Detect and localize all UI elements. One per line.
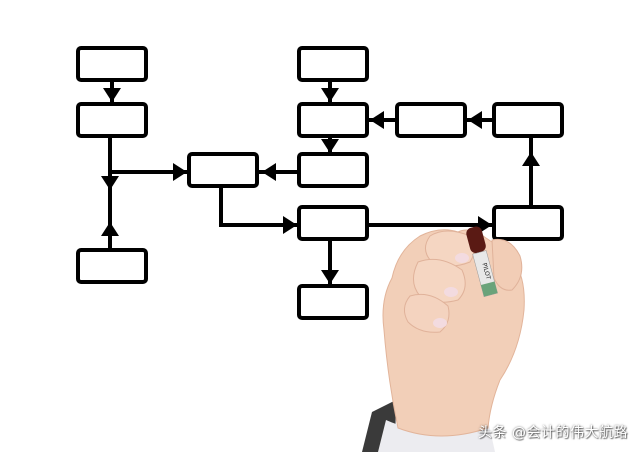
arrowhead-down-icon xyxy=(101,176,119,190)
watermark: 头条 @会计的伟大航路 xyxy=(478,425,628,441)
arrowhead-right-icon xyxy=(478,216,492,234)
arrowheads xyxy=(101,88,540,284)
connector-line xyxy=(219,186,299,227)
boxes xyxy=(76,46,564,320)
nail xyxy=(433,318,447,328)
arrowhead-left-icon xyxy=(370,111,384,129)
nail xyxy=(455,253,469,263)
arrowhead-up-icon xyxy=(101,222,119,236)
thumb xyxy=(491,238,523,291)
flow-box-b8 xyxy=(297,205,369,241)
flow-box-b6 xyxy=(297,102,369,138)
flow-box-b9 xyxy=(297,284,369,320)
arrowhead-down-icon xyxy=(321,139,339,153)
flow-box-b12 xyxy=(492,205,564,241)
flow-box-b3 xyxy=(76,248,148,284)
arrowhead-down-icon xyxy=(321,88,339,102)
flow-box-b11 xyxy=(492,102,564,138)
flow-box-b1 xyxy=(76,46,148,82)
arrowhead-right-icon xyxy=(173,163,187,181)
flow-box-b10 xyxy=(395,102,467,138)
marker-pen: PILOT xyxy=(466,226,498,297)
marker-brand-label: PILOT xyxy=(480,262,491,280)
nail xyxy=(444,287,458,297)
arrowhead-up-icon xyxy=(522,152,540,166)
arrowhead-left-icon xyxy=(468,111,482,129)
arrowhead-down-icon xyxy=(321,270,339,284)
arrowhead-down-icon xyxy=(103,88,121,102)
arrowhead-left-icon xyxy=(262,163,276,181)
hand-photo: PILOT xyxy=(362,226,525,452)
flow-box-b2 xyxy=(76,102,148,138)
flow-box-b5 xyxy=(297,46,369,82)
arrowhead-right-icon xyxy=(283,216,297,234)
flow-box-b7 xyxy=(297,152,369,188)
flow-box-b4 xyxy=(187,152,259,188)
